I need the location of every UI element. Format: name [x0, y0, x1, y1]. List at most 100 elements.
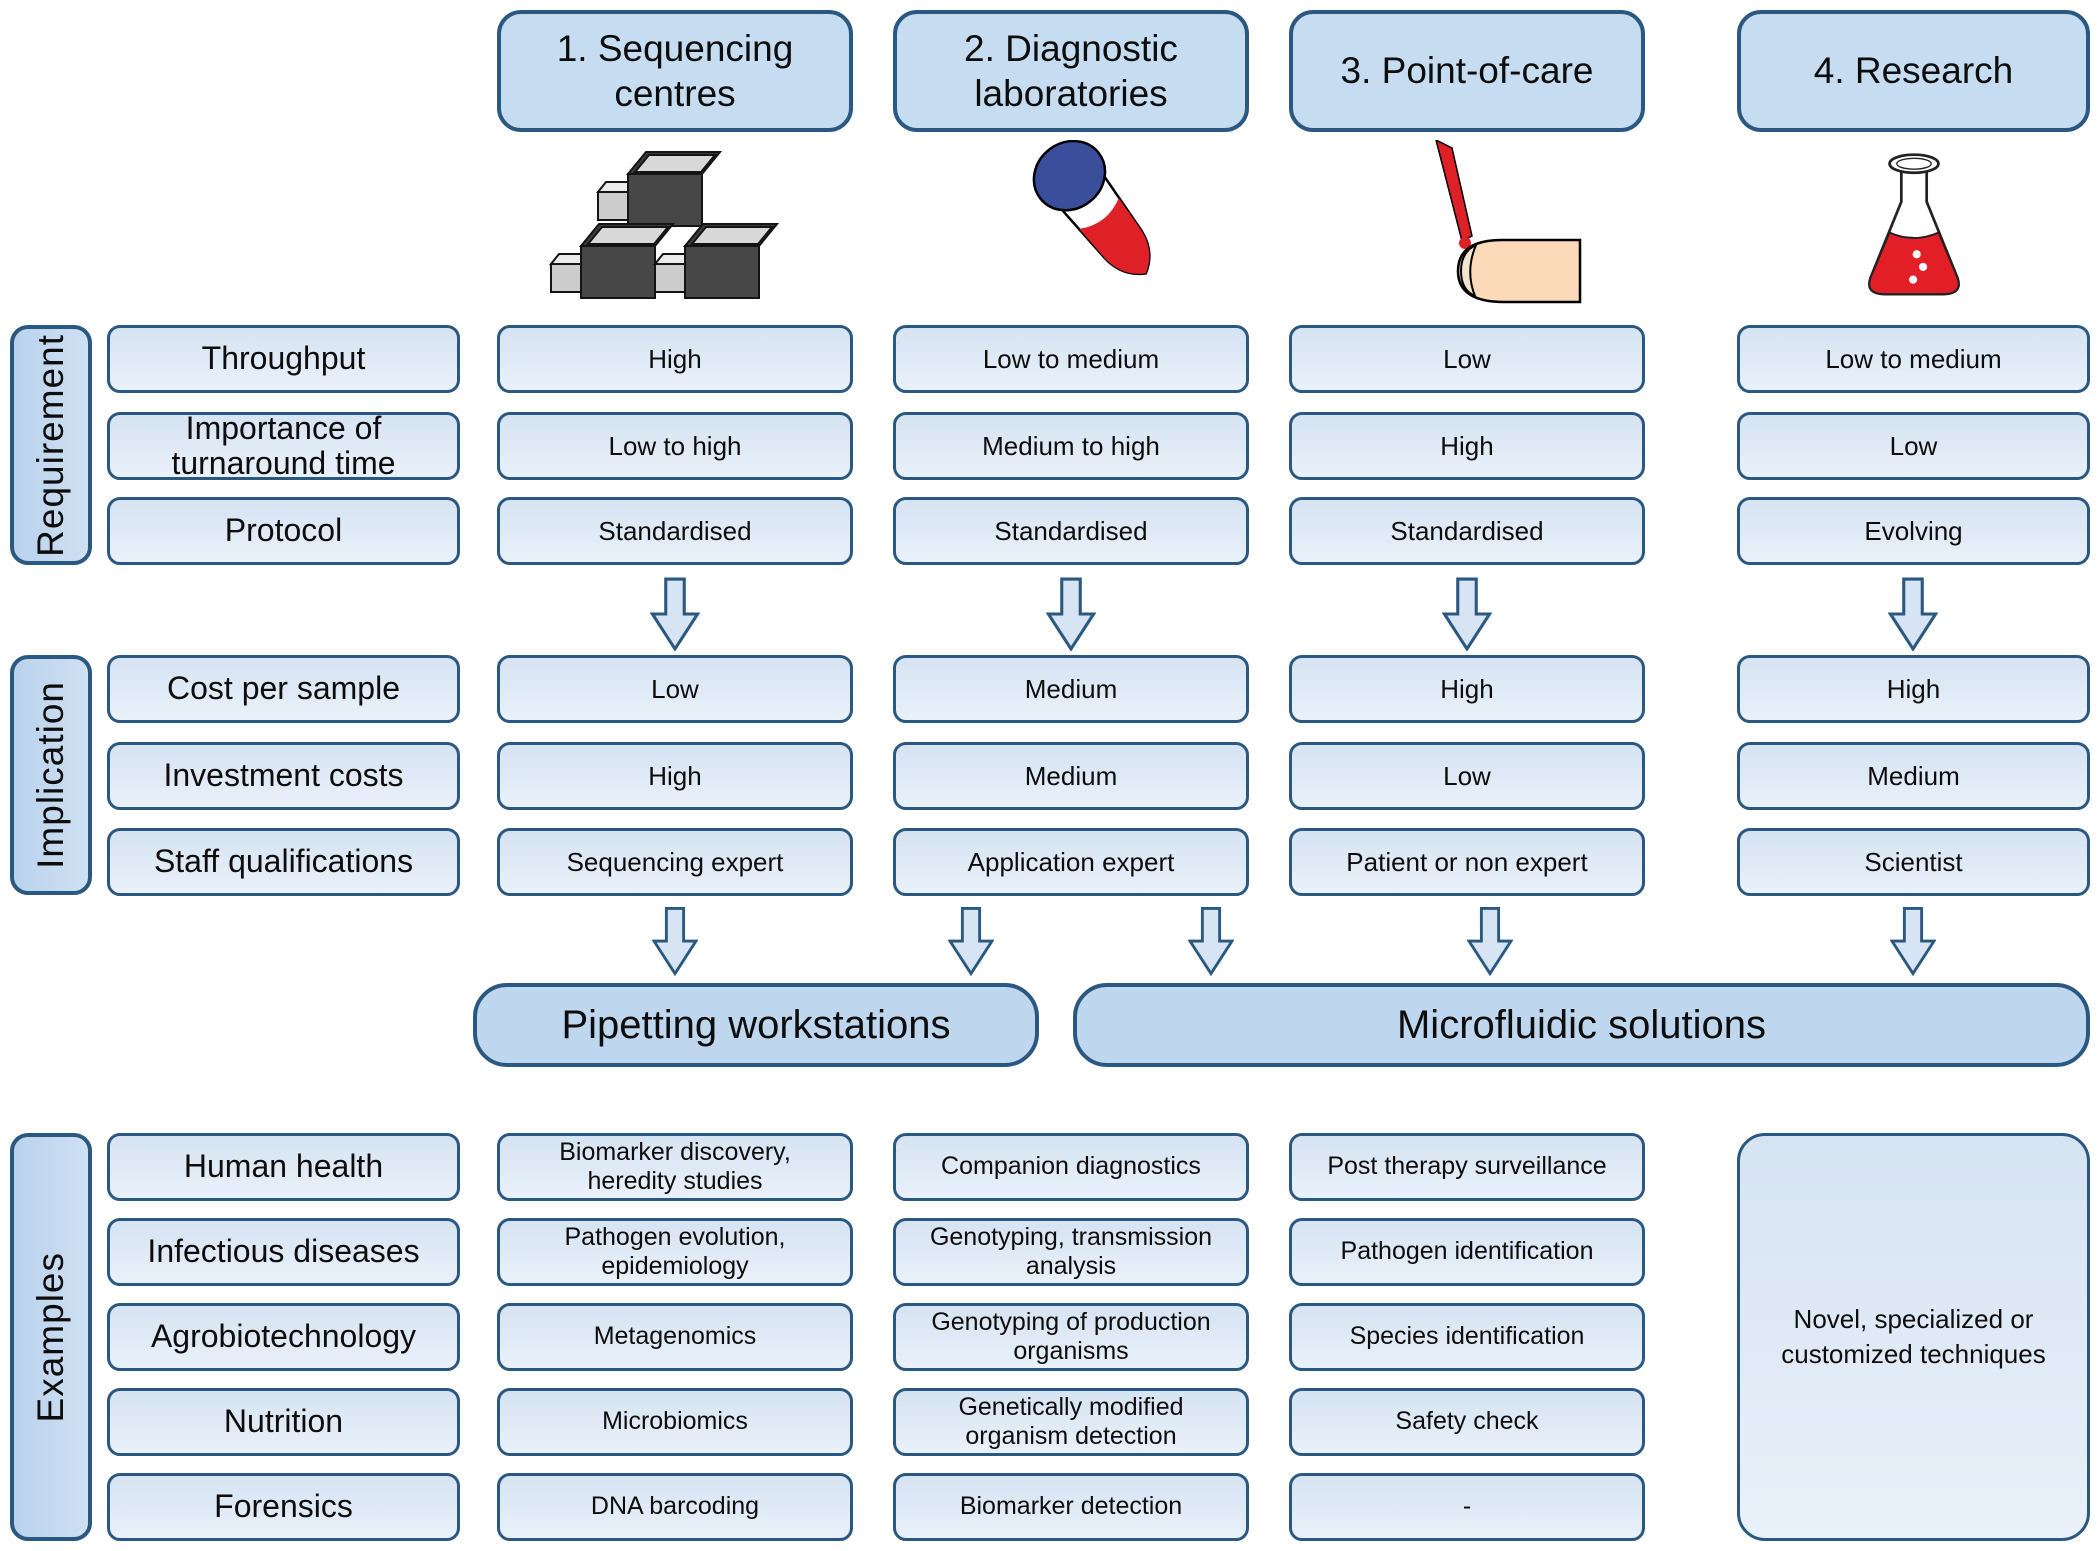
requirement-cell-c2-protocol: Standardised [893, 497, 1249, 565]
row-label-text: Importance of turnaround time [171, 409, 396, 481]
cell-text: Low [1443, 760, 1491, 791]
sequencing-machines-icon [497, 140, 853, 315]
implication-cell-c2-investment: Medium [893, 742, 1249, 810]
implication-cell-c4-cost: High [1737, 655, 2090, 723]
row-label-agrobiotechnology: Agrobiotechnology [107, 1303, 460, 1371]
row-label-text: Agrobiotechnology [150, 1318, 417, 1355]
cell-text: Low to medium [1825, 343, 2002, 374]
example-cell-c2-human-health: Companion diagnostics [893, 1133, 1249, 1201]
example-cell-c1-human-health: Biomarker discovery, heredity studies [497, 1133, 853, 1201]
column-header-label: 1. Sequencing centres [556, 27, 794, 114]
cell-text: Patient or non expert [1346, 846, 1588, 877]
example-cell-c3-infectious: Pathogen identification [1289, 1218, 1645, 1286]
example-cell-c1-agro: Metagenomics [497, 1303, 853, 1371]
sample-tube-icon [893, 140, 1249, 315]
cell-text: Medium [1024, 760, 1118, 791]
bar-label: Microfluidic solutions [1396, 1002, 1767, 1047]
cell-text: High [1886, 673, 1941, 704]
requirement-cell-c1-protocol: Standardised [497, 497, 853, 565]
cell-text: - [1462, 1492, 1472, 1521]
requirement-cell-c2-turnaround: Medium to high [893, 412, 1249, 480]
cell-text: Microbiomics [602, 1407, 748, 1436]
column-header-diagnostic-laboratories: 2. Diagnostic laboratories [893, 10, 1249, 132]
section-label: Implication [30, 681, 71, 869]
example-cell-c2-forensics: Biomarker detection [893, 1473, 1249, 1541]
row-label-text: Investment costs [163, 757, 404, 794]
cell-text: Scientist [1864, 846, 1963, 877]
requirement-cell-c3-protocol: Standardised [1289, 497, 1645, 565]
cell-text: Novel, specialized or customized techniq… [1781, 1303, 2046, 1369]
erlenmeyer-flask-icon [1737, 140, 2090, 315]
down-arrow-icon [650, 577, 700, 651]
row-label-text: Nutrition [223, 1403, 344, 1440]
example-cell-c1-forensics: DNA barcoding [497, 1473, 853, 1541]
implication-cell-c2-staff: Application expert [893, 828, 1249, 896]
row-label-text: Cost per sample [167, 670, 400, 707]
requirement-cell-c3-throughput: Low [1289, 325, 1645, 393]
implication-cell-c2-cost: Medium [893, 655, 1249, 723]
cell-text: Medium to high [982, 430, 1160, 461]
cell-text: Pathogen evolution, epidemiology [564, 1222, 786, 1281]
example-cell-c2-agro: Genotyping of production organisms [893, 1303, 1249, 1371]
cell-text: High [648, 343, 702, 374]
cell-text: Safety check [1395, 1407, 1539, 1436]
cell-text: Standardised [598, 515, 752, 546]
requirement-cell-c2-throughput: Low to medium [893, 325, 1249, 393]
cell-text: Standardised [994, 515, 1148, 546]
section-label: Examples [30, 1251, 71, 1423]
down-arrow-icon [1442, 577, 1492, 651]
row-label-nutrition: Nutrition [107, 1388, 460, 1456]
microfluidic-solutions-bar: Microfluidic solutions [1073, 983, 2090, 1067]
row-label-text: Staff qualifications [153, 843, 414, 880]
cell-text: Application expert [967, 846, 1175, 877]
cell-text: Metagenomics [593, 1322, 757, 1351]
cell-text: Low to medium [982, 343, 1160, 374]
example-cell-c3-nutrition: Safety check [1289, 1388, 1645, 1456]
cell-text: High [1440, 430, 1494, 461]
down-arrow-icon [1467, 906, 1513, 976]
example-cell-c3-human-health: Post therapy surveillance [1289, 1133, 1645, 1201]
requirement-cell-c1-throughput: High [497, 325, 853, 393]
cell-text: Pathogen identification [1340, 1237, 1594, 1266]
cell-text: Low [1889, 430, 1938, 461]
cell-text: Species identification [1349, 1322, 1585, 1351]
row-label-text: Infectious diseases [147, 1233, 420, 1270]
column-header-point-of-care: 3. Point-of-care [1289, 10, 1645, 132]
implication-cell-c3-investment: Low [1289, 742, 1645, 810]
cell-text: High [648, 760, 702, 791]
cell-text: Genotyping, transmission analysis [929, 1222, 1213, 1281]
down-arrow-icon [652, 906, 698, 976]
requirement-cell-c4-protocol: Evolving [1737, 497, 2090, 565]
row-label-infectious-diseases: Infectious diseases [107, 1218, 460, 1286]
implication-cell-c1-cost: Low [497, 655, 853, 723]
cell-text: DNA barcoding [590, 1492, 760, 1521]
implication-cell-c4-investment: Medium [1737, 742, 2090, 810]
cell-text: Post therapy surveillance [1327, 1152, 1607, 1181]
cell-text: Low to high [608, 430, 742, 461]
finger-prick-icon [1289, 140, 1645, 315]
row-label-turnaround-time: Importance of turnaround time [107, 409, 460, 481]
section-band-examples: Examples [10, 1133, 92, 1541]
example-cell-c1-nutrition: Microbiomics [497, 1388, 853, 1456]
cell-text: Medium [1867, 760, 1960, 791]
row-label-text: Human health [183, 1148, 384, 1185]
requirement-cell-c4-throughput: Low to medium [1737, 325, 2090, 393]
bar-label: Pipetting workstations [561, 1002, 951, 1047]
row-label-investment-costs: Investment costs [107, 742, 460, 810]
cell-text: Evolving [1864, 515, 1963, 546]
down-arrow-icon [1046, 577, 1096, 651]
cell-text: Low [1443, 343, 1491, 374]
section-band-requirement: Requirement [10, 325, 92, 565]
requirement-cell-c3-turnaround: High [1289, 412, 1645, 480]
cell-text: Biomarker discovery, heredity studies [559, 1137, 791, 1196]
example-cell-c2-infectious: Genotyping, transmission analysis [893, 1218, 1249, 1286]
row-label-forensics: Forensics [107, 1473, 460, 1541]
row-label-text: Protocol [224, 512, 343, 549]
cell-text: High [1440, 673, 1494, 704]
cell-text: Biomarker detection [959, 1492, 1183, 1521]
column-header-label: 2. Diagnostic laboratories [964, 27, 1178, 114]
cell-text: Medium [1024, 673, 1118, 704]
implication-cell-c4-staff: Scientist [1737, 828, 2090, 896]
row-label-throughput: Throughput [107, 325, 460, 393]
